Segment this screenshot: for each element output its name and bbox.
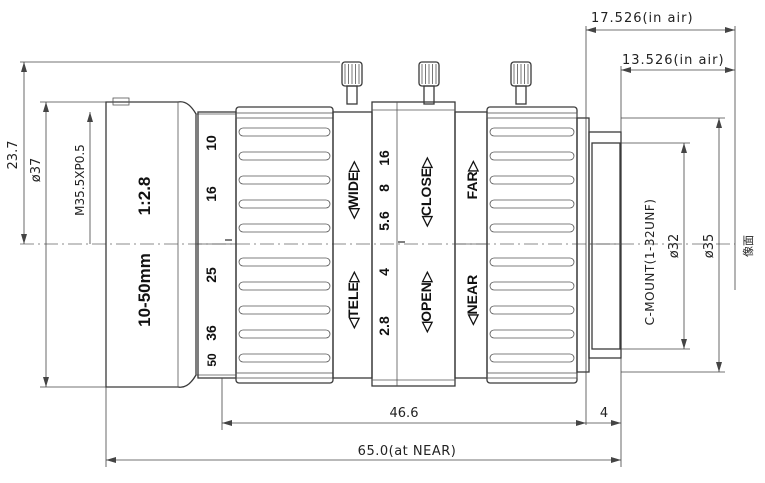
dim-46-6-label: 46.6: [390, 406, 419, 421]
image-plane-label: 像面: [742, 235, 755, 257]
grip-ridge: [489, 199, 575, 209]
zoom-grip-ring: [235, 106, 334, 384]
front-barrel: [105, 97, 236, 388]
screw-stem: [515, 85, 527, 105]
screw-stem: [423, 85, 435, 105]
dim-ffd: [620, 66, 735, 132]
grip-ridge: [489, 305, 575, 315]
grip-ridge: [238, 329, 331, 339]
grip-ridge: [489, 281, 575, 291]
grip-ridge: [489, 223, 575, 233]
locking-screws: [341, 61, 532, 105]
iris-scale-8: 8: [376, 184, 392, 192]
grip-ridge: [489, 353, 575, 363]
grip-ridge: [238, 305, 331, 315]
dim-23-7-label: 23.7: [6, 141, 21, 170]
focus-near-label: ◁NEAR: [464, 275, 480, 326]
grip-ridge: [238, 281, 331, 291]
zoom-scale-25: 25: [203, 267, 219, 283]
zoom-scale-16: 16: [203, 186, 219, 202]
focus-far-label: FAR▷: [464, 159, 480, 199]
dim-dia-37: [40, 101, 106, 388]
dim-23-7: [20, 61, 340, 244]
grip-ridge: [238, 175, 331, 185]
aperture-marking: 1:2.8: [135, 177, 154, 216]
dim-mount-diameters: [621, 117, 725, 373]
dim-bfl: [585, 26, 736, 425]
grip-ridge: [238, 199, 331, 209]
focus-grip-ring: [486, 106, 578, 384]
iris-scale-2-8: 2.8: [376, 316, 392, 336]
grip-ridge: [238, 257, 331, 267]
grip-ridge: [238, 353, 331, 363]
screw-stem: [346, 85, 358, 105]
grip-ridge: [238, 127, 331, 137]
zoom-tele-label: ◁TELE▷: [345, 270, 361, 330]
dim-dia-32-label: ø32: [667, 234, 682, 259]
iris-scale-16: 16: [376, 150, 392, 166]
rear-mount: [576, 117, 622, 373]
dim-filter-thread: [87, 112, 93, 244]
dim-dia-37-label: ø37: [29, 158, 44, 183]
iris-scale-4: 4: [376, 268, 392, 276]
iris-scale-5-6: 5.6: [376, 211, 392, 231]
dim-65-label: 65.0(at NEAR): [358, 444, 457, 459]
dim-ffd-label: 13.526(in air): [622, 53, 725, 68]
focal-length-marking: 10-50mm: [135, 253, 154, 327]
dim-dia-35-label: ø35: [702, 234, 717, 259]
iris-close-label: ◁CLOSE▷: [418, 156, 434, 228]
grip-ridge: [489, 127, 575, 137]
grip-ridge: [489, 329, 575, 339]
zoom-scale-10: 10: [203, 135, 219, 151]
dim-filter-thread-label: M35.5XP0.5: [73, 144, 87, 216]
dim-4-label: 4: [600, 406, 608, 421]
grip-ridge: [489, 175, 575, 185]
grip-ridge: [238, 223, 331, 233]
dim-46-6: [221, 358, 622, 430]
dim-mount-label: C-MOUNT(1-32UNF): [643, 199, 657, 326]
zoom-wide-label: ◁WIDE▷: [345, 160, 361, 220]
dim-bfl-label: 17.526(in air): [591, 11, 694, 26]
iris-open-label: ◁OPEN▷: [418, 270, 434, 333]
grip-ridge: [489, 151, 575, 161]
zoom-scale-36: 36: [203, 325, 219, 341]
zoom-scale-50: 50: [205, 353, 219, 367]
grip-ridge: [489, 257, 575, 267]
grip-ridge: [238, 151, 331, 161]
dim-65: [105, 387, 622, 467]
